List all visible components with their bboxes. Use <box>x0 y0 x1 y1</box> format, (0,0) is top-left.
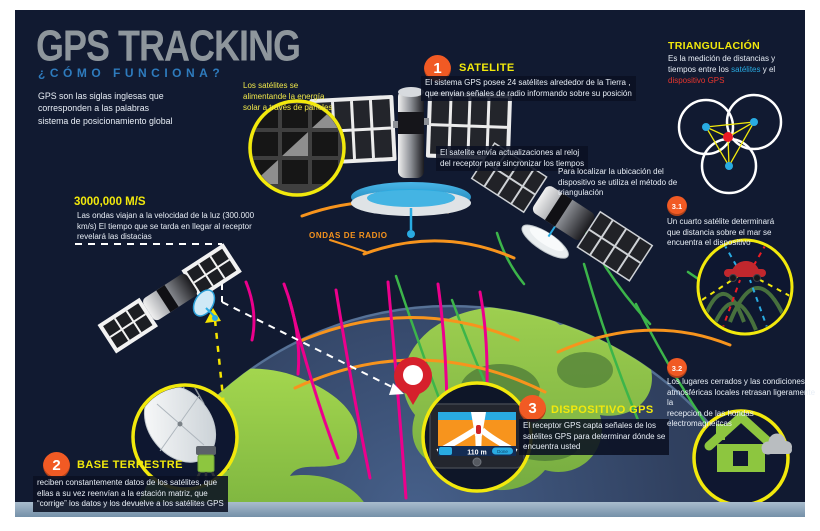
done-button <box>492 447 513 455</box>
section-2-title: BASE TERRESTRE <box>77 459 183 471</box>
subsection-32-text: Los lugares cerrados y las condiciones a… <box>667 377 816 429</box>
subsection-31-badge: 3.1 <box>667 196 687 216</box>
done-button-label: Done <box>497 449 508 454</box>
covered-places-illustration <box>692 409 792 507</box>
triangulation-text: Es la medición de distancias y tiempos e… <box>668 54 796 86</box>
satellite-3-dish <box>192 289 218 321</box>
section-3-text: El receptor GPS capta señales de los sat… <box>519 419 670 455</box>
section-2-badge: 2 <box>43 452 70 479</box>
locate-note: Para localizar la ubicación del disposit… <box>558 167 678 198</box>
ground-station-closeup <box>131 383 239 491</box>
page-subtitle: ¿CÓMO FUNCIONA? <box>38 66 225 80</box>
triangulation-title: TRIANGULACIÓN <box>668 40 760 52</box>
intro-text: GPS son las siglas inglesas que correspo… <box>38 91 173 126</box>
clock-note: El satelite envía actualizaciones al rel… <box>436 146 589 172</box>
car-icon <box>724 261 766 282</box>
subsection-32-badge: 3.2 <box>667 358 687 378</box>
gps-device-icon: 110 m Done <box>429 403 525 469</box>
map-person-marker <box>476 425 481 434</box>
page-title: GPS TRACKING <box>36 20 301 71</box>
radio-waves-label: ONDAS DE RADIO <box>309 231 388 240</box>
section-3-badge: 3 <box>519 395 546 422</box>
triangulation-text-satellites: satélites <box>731 64 761 74</box>
speed-title: 3000,000 M/S <box>74 196 146 208</box>
section-1-text: El sistema GPS posee 24 satélites alrede… <box>421 76 636 102</box>
altitude-diagram <box>696 238 794 336</box>
location-pin-icon <box>394 357 432 405</box>
section-3-title: DISPOSITIVO GPS <box>551 404 654 416</box>
section-2-text: reciben constantemente datos de los saté… <box>33 476 228 512</box>
solar-panel-closeup <box>248 99 346 197</box>
satellite-3-icon <box>97 243 242 354</box>
solar-cells <box>252 104 338 184</box>
section-1-title: SATELITE <box>459 62 515 74</box>
gps-device-closeup: 110 m Done <box>421 381 533 493</box>
speed-text: Las ondas viajan a la velocidad de la lu… <box>77 211 255 242</box>
triangulation-diagram <box>677 93 783 195</box>
home-button <box>472 457 482 467</box>
triangulation-text-part3: y el <box>760 64 776 74</box>
house-icon <box>704 410 778 472</box>
solar-note: Los satélites se alimentande la energía … <box>243 81 333 112</box>
triangulation-text-device: dispositivo GPS <box>668 75 725 85</box>
gps-distance-readout: 110 m <box>467 450 486 457</box>
cloud-icon <box>761 433 792 455</box>
triangulation-text-part1: Es la medición de distancias y tiempos e… <box>668 54 776 74</box>
subsection-31-text: Un cuarto satélite determinará que dista… <box>667 217 775 248</box>
arrowhead <box>389 383 404 395</box>
